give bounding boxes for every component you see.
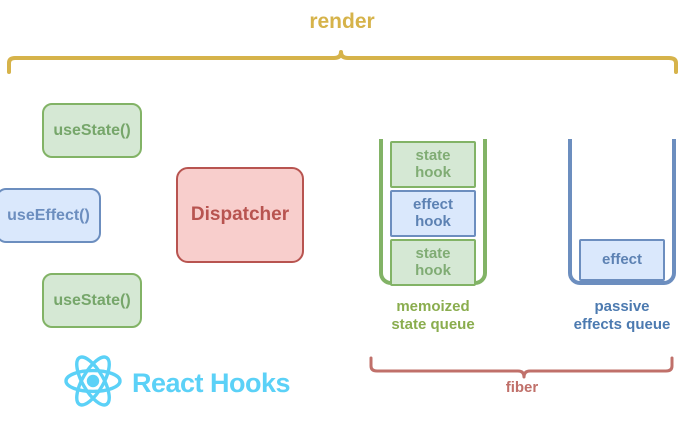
passive-queue-cell-effect[interactable]: effect [579, 239, 665, 281]
react-atom-icon [62, 352, 124, 415]
useeffect-box[interactable]: useEffect() [0, 188, 101, 243]
memoized-queue-cell-state-hook-1[interactable]: state hook [390, 141, 476, 188]
render-title: render [309, 10, 375, 33]
caption-line-1: passive [594, 298, 650, 315]
dispatcher-box[interactable]: Dispatcher [176, 167, 304, 263]
fiber-brace [369, 356, 674, 379]
render-brace [7, 50, 678, 74]
cell-text: effect hook [412, 196, 453, 230]
fiber-label: fiber [505, 379, 539, 396]
passive-effects-queue-caption: passive effects queue [547, 298, 684, 333]
caption-line-2: state queue [391, 315, 475, 333]
passive-effects-queue-container [568, 139, 676, 285]
caption-line-1: memoized [396, 298, 470, 315]
memoized-queue-cell-effect-hook[interactable]: effect hook [390, 190, 476, 237]
cell-text: state hook [415, 245, 451, 279]
memoized-state-queue-caption: memoized state queue [358, 298, 508, 333]
memoized-queue-cell-state-hook-2[interactable]: state hook [390, 239, 476, 286]
usestate-box-2[interactable]: useState() [42, 273, 142, 328]
cell-text: effect [601, 250, 642, 268]
react-hooks-wordmark: React Hooks [132, 368, 291, 398]
caption-line-2: effects queue [573, 315, 671, 333]
usestate-box-1[interactable]: useState() [42, 103, 142, 158]
cell-text: state hook [415, 147, 451, 181]
react-hooks-branding: React Hooks [62, 352, 291, 415]
